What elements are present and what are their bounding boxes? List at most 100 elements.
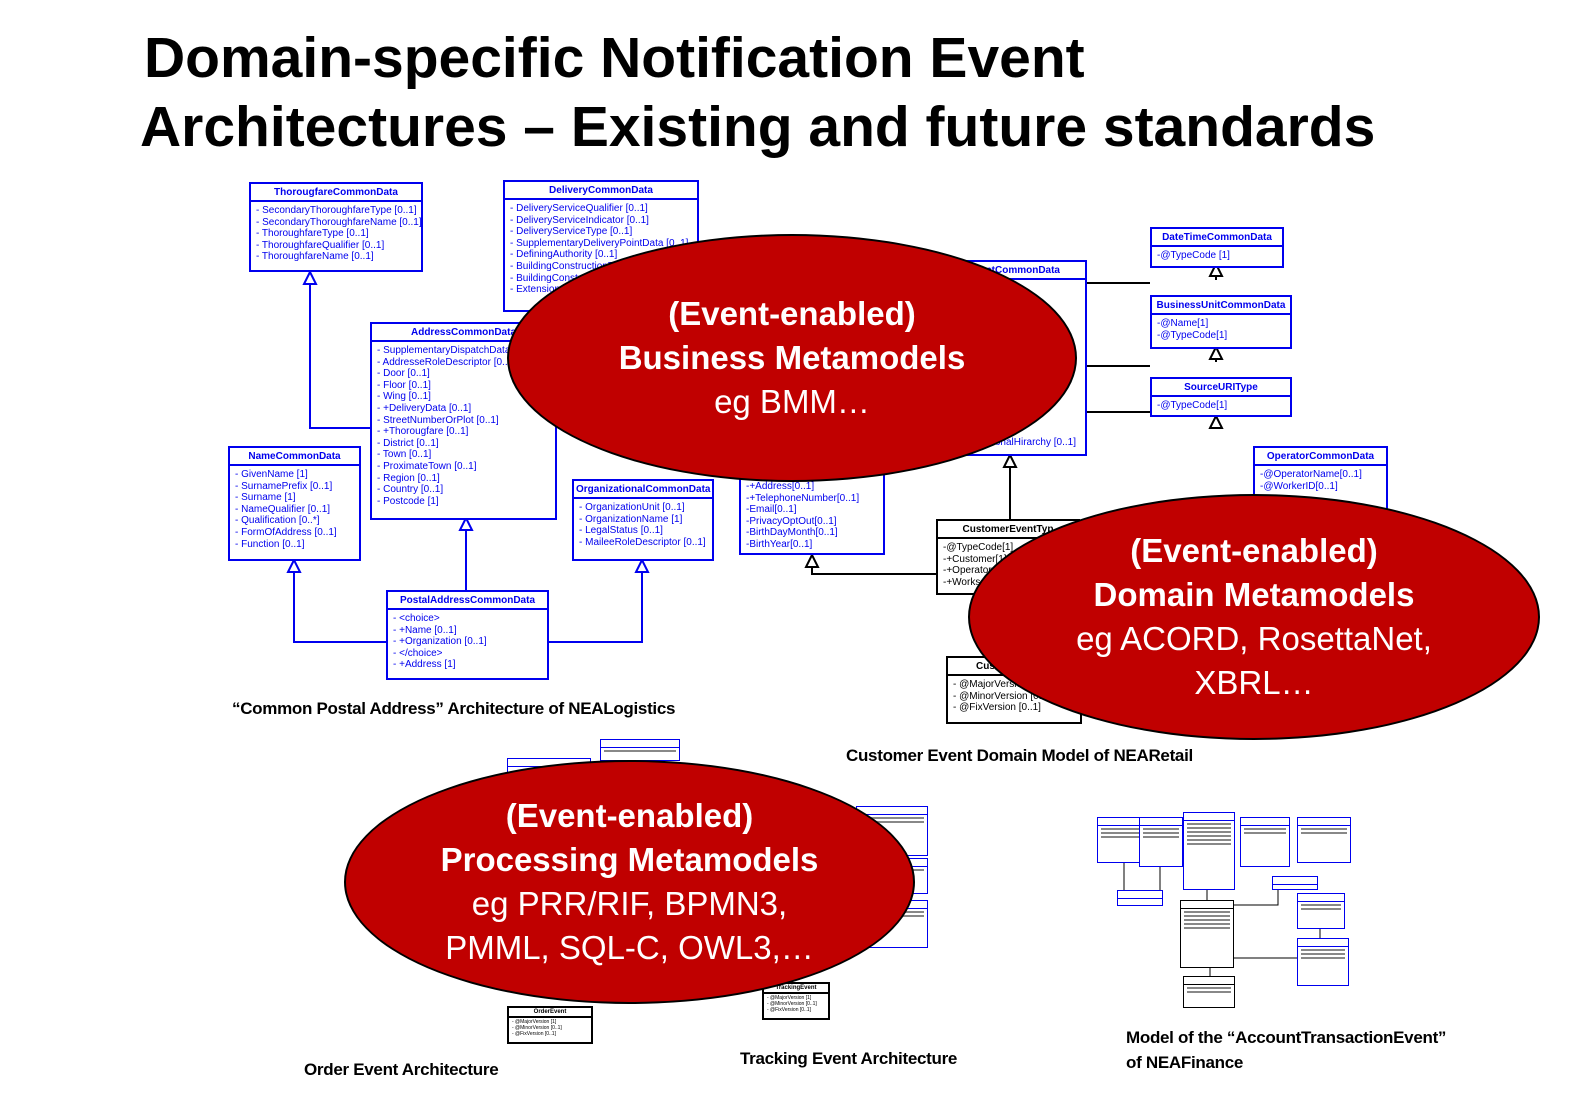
class-attr: - +Organization [0..1] <box>393 636 487 648</box>
class-attr: -@TypeCode[1] <box>943 542 1014 553</box>
class-attr: - Region [0..1] <box>377 472 440 484</box>
class-attr: - ThoroughfareType [0..1] <box>256 228 369 240</box>
class-name: NameCommonData <box>230 448 359 466</box>
tiny-address-common-class <box>1297 893 1345 929</box>
class-attr: - DefiningAuthority [0..1] <box>510 249 618 261</box>
class-name: AddressCommonData <box>372 324 555 342</box>
class-attr: -+Customer[1] <box>943 553 1007 565</box>
class-name: PostalAddressCommonData <box>388 592 547 610</box>
class-name: OrganizationalCommonData <box>574 481 712 499</box>
class-attr: - Floor [0..1] <box>377 379 431 391</box>
tiny-account-class-2 <box>1139 817 1183 867</box>
class-attr: - Qualification [0..*] <box>235 515 320 527</box>
class-attr: -+Works <box>943 576 981 588</box>
class-attr: -@WorkerID[0..1] <box>1260 480 1338 492</box>
class-attr: - DeliveryServiceIndicator [0..1] <box>510 214 649 226</box>
class-attr: - SupplementaryDispatchData <box>377 345 511 356</box>
ellipse-line: PMML, SQL-C, OWL3,… <box>445 929 814 966</box>
class-attr: - OrganizationUnit [0..1] <box>579 502 685 513</box>
source-uri-class: SourceURIType -@TypeCode[1] <box>1150 377 1292 417</box>
business-unit-class: BusinessUnitCommonData -@Name[1] -@TypeC… <box>1150 295 1292 349</box>
class-attr: -@TypeCode[1] <box>1157 329 1228 341</box>
domain-metamodels-ellipse: (Event-enabled) Domain Metamodels eg ACO… <box>968 494 1540 740</box>
order-caption: Order Event Architecture <box>304 1060 499 1079</box>
tiny-card-class <box>1272 876 1318 890</box>
class-attr: - District [0..1] <box>377 437 439 449</box>
order-event-class: OrderEvent - @MajorVersion [1] - @MinorV… <box>507 1006 593 1044</box>
ellipse-line: eg BMM… <box>714 383 870 420</box>
datetime-class: DateTimeCommonData -@TypeCode [1] <box>1150 227 1284 268</box>
thoroughfare-class: ThorougfareCommonData - SecondaryThoroug… <box>249 182 423 272</box>
class-attr: -PrivacyOptOut[0..1] <box>746 515 837 527</box>
class-attr: -@OperatorName[0..1] <box>1260 469 1362 480</box>
class-attr: - ThoroughfareQualifier [0..1] <box>256 239 385 251</box>
class-attr: - @MinorVersion [0.. <box>953 690 1045 702</box>
class-attr: -@TypeCode [1] <box>1157 250 1230 261</box>
ellipse-line: eg ACORD, RosettaNet, <box>1076 620 1432 657</box>
tiny-bank-class <box>1183 812 1235 890</box>
class-attr: -+Address[0..1] <box>746 481 815 492</box>
class-attr: - +Name [0..1] <box>393 624 457 636</box>
processing-metamodels-ellipse: (Event-enabled) Processing Metamodels eg… <box>344 760 915 1004</box>
ellipse-line: eg PRR/RIF, BPMN3, <box>471 885 788 922</box>
class-name: BusinessUnitCommonData <box>1152 297 1290 315</box>
class-attr: - ThoroughfareName [0..1] <box>256 251 374 263</box>
class-attr: - LegalStatus [0..1] <box>579 525 663 537</box>
tracking-caption: Tracking Event Architecture <box>740 1049 958 1068</box>
class-attr: - BuildingConstructionT <box>510 260 614 272</box>
class-name: OperatorCommonData <box>1255 448 1386 466</box>
class-attr: - OrganizationName [1] <box>579 513 683 525</box>
ellipse-line: Processing Metamodels <box>440 841 819 878</box>
tracking-event-class: TrackingEvent - @MajorVersion [1] - @Min… <box>762 982 830 1020</box>
class-attr: - Extension <box>510 284 561 296</box>
class-attr: - SecondaryThoroughfareType [0..1] <box>256 205 417 216</box>
class-attr: - DeliveryServiceQualifier [0..1] <box>510 203 648 214</box>
tiny-account-common-class <box>1117 890 1163 906</box>
class-attr: - Door [0..1] <box>377 368 430 380</box>
slide-title-line2: Architectures – Existing and future stan… <box>140 95 1376 159</box>
class-attr: - Wing [0..1] <box>377 391 431 403</box>
slide-title-line1: Domain-specific Notification Event <box>144 26 1085 90</box>
class-attr: - Surname [1] <box>235 492 296 504</box>
retail-caption: Customer Event Domain Model of NEARetail <box>846 746 1193 765</box>
class-attr: - @FixVersion [0..1] <box>767 1007 811 1013</box>
class-attr: - StreetNumberOrPlot [0..1] <box>377 414 499 426</box>
class-attr: - <choice> <box>393 613 440 624</box>
ellipse-line: Business Metamodels <box>618 339 966 376</box>
postal-caption: “Common Postal Address” Architecture of … <box>232 699 676 718</box>
class-attr: - @MajorVersion [1] <box>512 1019 557 1025</box>
class-name: ThorougfareCommonData <box>251 184 421 202</box>
class-attr: - @FixVersion [0..1] <box>512 1031 556 1037</box>
ellipse-line: Domain Metamodels <box>1093 576 1415 613</box>
class-attr: - +Thorougfare [0..1] <box>377 426 469 438</box>
class-attr: - ProximateTown [0..1] <box>377 460 477 472</box>
class-attr: - SecondaryThoroughfareName [0..1] <box>256 216 421 228</box>
class-name: OrderEvent <box>509 1008 591 1018</box>
organizational-class: OrganizationalCommonData - OrganizationU… <box>572 479 714 561</box>
class-attr: -Email[0..1] <box>746 504 797 516</box>
class-name: DeliveryCommonData <box>505 182 697 200</box>
class-attr: - @MajorVersion [1] <box>767 995 812 1001</box>
class-attr: -BirthYear[0..1] <box>746 538 813 550</box>
class-attr: - @FixVersion [0..1] <box>953 702 1041 714</box>
class-attr: - @MajorVersion <box>953 679 1028 690</box>
class-name: DateTimeCommonData <box>1152 229 1282 247</box>
name-class: NameCommonData - GivenName [1] - Surname… <box>228 446 361 561</box>
finance-caption-line1: Model of the “AccountTransactionEvent” <box>1126 1028 1447 1047</box>
class-attr: -@Name[1] <box>1157 318 1209 329</box>
tiny-transaction-type-class <box>1180 900 1234 968</box>
class-attr: -+Operator <box>943 565 992 577</box>
class-attr: - Postcode [1] <box>377 495 439 507</box>
class-attr: - MaileeRoleDescriptor [0..1] <box>579 536 706 548</box>
class-attr: -@TypeCode[1] <box>1157 400 1228 411</box>
class-attr: - BuildingConstruc <box>510 272 592 284</box>
class-attr: - </choice> <box>393 647 443 659</box>
class-attr: - @MinorVersion [0..1] <box>512 1025 562 1031</box>
class-attr: - Town [0..1] <box>377 449 432 461</box>
tiny-credit-class <box>1297 817 1351 863</box>
class-attr: - SurnamePrefix [0..1] <box>235 480 333 492</box>
class-attr: - DeliveryServiceType [0..1] <box>510 226 633 238</box>
class-attr: - FormOfAddress [0..1] <box>235 526 337 538</box>
class-name: TrackingEvent <box>764 984 828 994</box>
